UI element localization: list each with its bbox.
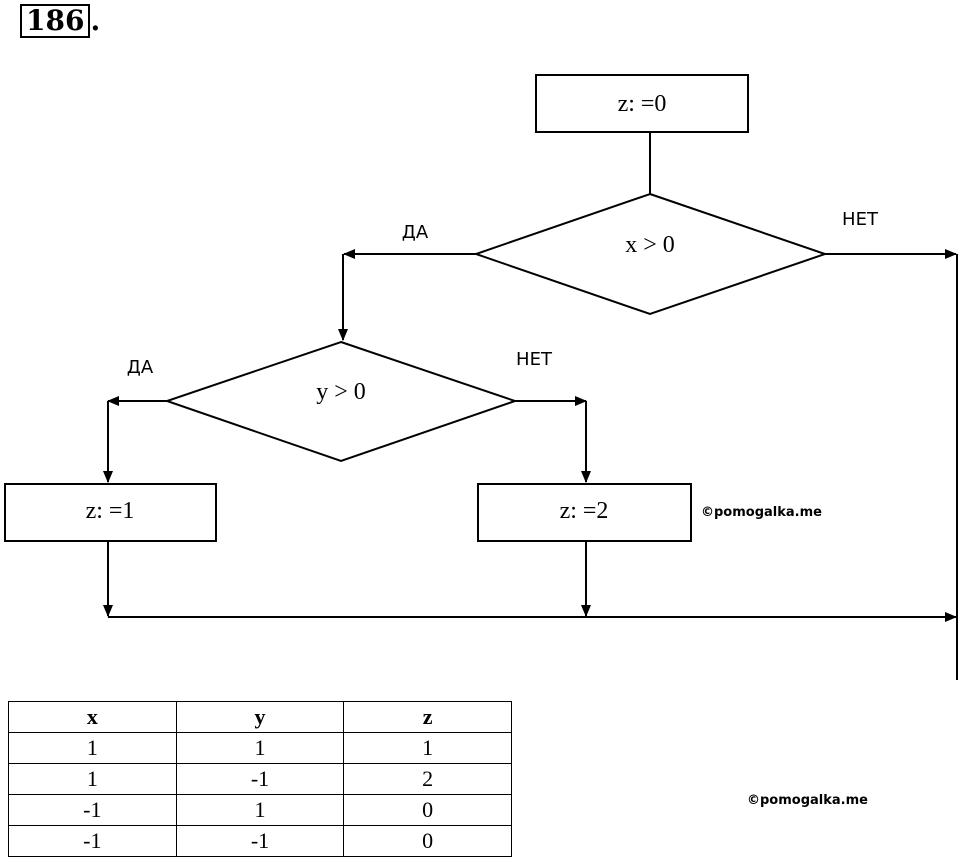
table-header-row: x y z — [8, 701, 512, 733]
flowchart: z: =0 x > 0 y > 0 z: =1 z: =2 ДА НЕТ ДА … — [4, 74, 958, 680]
cond-x-text: x > 0 — [625, 232, 675, 258]
table-cell: 1 — [8, 763, 177, 795]
start-box-text: z: =0 — [618, 91, 667, 117]
problem-number: 186. — [20, 4, 100, 38]
problem-number-box: 186 — [20, 4, 91, 38]
header-z: z — [343, 701, 512, 733]
table-row: -1 -1 0 — [8, 825, 512, 857]
watermark-top: ©pomogalka.me — [701, 505, 822, 520]
table-row: 1 -1 2 — [8, 763, 512, 795]
table-row: 1 1 1 — [8, 732, 512, 764]
cond-x-no-label: НЕТ — [842, 209, 879, 230]
cond-x-diamond — [472, 192, 829, 316]
table-cell: 1 — [175, 794, 345, 826]
header-y: y — [175, 701, 345, 733]
values-table: x y z 1 1 1 1 -1 2 -1 1 0 -1 -1 0 — [8, 701, 512, 857]
table-cell: 0 — [343, 794, 512, 826]
table-cell: -1 — [175, 825, 345, 857]
table-cell: 1 — [8, 732, 177, 764]
box-right — [477, 483, 692, 542]
cond-y-no-label: НЕТ — [516, 349, 553, 370]
box-left-text: z: =1 — [86, 498, 135, 524]
table-cell: 2 — [343, 763, 512, 795]
table-row: -1 1 0 — [8, 794, 512, 826]
box-right-text: z: =2 — [560, 498, 609, 524]
box-left — [4, 483, 217, 542]
table-cell: 0 — [343, 825, 512, 857]
table-cell: 1 — [343, 732, 512, 764]
table-cell: -1 — [175, 763, 345, 795]
problem-number-dot: . — [90, 4, 101, 37]
start-box — [535, 74, 749, 133]
table-cell: -1 — [8, 794, 177, 826]
cond-x-yes-label: ДА — [402, 222, 429, 243]
table-cell: 1 — [175, 732, 345, 764]
cond-y-yes-label: ДА — [127, 357, 154, 378]
watermark-bottom: ©pomogalka.me — [747, 793, 868, 808]
header-x: x — [8, 701, 177, 733]
cond-y-text: y > 0 — [316, 379, 366, 405]
table-cell: -1 — [8, 825, 177, 857]
cond-y-diamond — [163, 340, 519, 463]
